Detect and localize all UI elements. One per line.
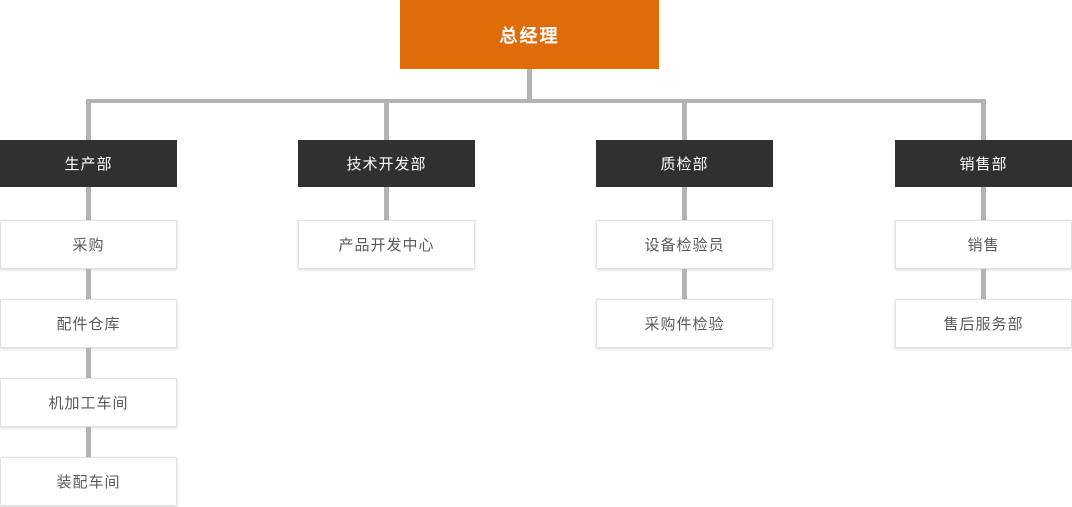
connector-leaf-stub	[86, 269, 91, 299]
connector-dept-stub	[86, 99, 91, 140]
org-node-department: 质检部	[596, 140, 773, 187]
org-node-leaf: 配件仓库	[0, 299, 177, 348]
connector-leaf-stub	[86, 348, 91, 378]
org-node-label: 质检部	[660, 155, 709, 173]
connector-leaf-stub	[682, 187, 687, 220]
org-node-label: 机加工车间	[48, 394, 129, 412]
org-node-leaf: 装配车间	[0, 457, 177, 506]
org-node-leaf: 销售	[895, 220, 1072, 269]
org-node-label: 产品开发中心	[338, 236, 435, 254]
org-node-department: 技术开发部	[298, 140, 475, 187]
org-node-label: 销售部	[959, 155, 1008, 173]
connector-leaf-stub	[682, 269, 687, 299]
org-node-label: 采购	[72, 236, 105, 254]
org-node-label: 配件仓库	[56, 315, 121, 333]
org-node-leaf: 采购	[0, 220, 177, 269]
org-node-leaf: 产品开发中心	[298, 220, 475, 269]
org-node-label: 采购件检验	[644, 315, 725, 333]
org-node-label: 设备检验员	[644, 236, 725, 254]
connector-root-stub	[527, 69, 532, 103]
connector-leaf-stub	[981, 269, 986, 299]
connector-leaf-stub	[981, 187, 986, 220]
org-node-label: 售后服务部	[943, 315, 1024, 333]
org-node-leaf: 设备检验员	[596, 220, 773, 269]
org-node-leaf: 采购件检验	[596, 299, 773, 348]
org-node-label: 技术开发部	[346, 155, 427, 173]
org-node-general-manager: 总经理	[400, 0, 659, 69]
connector-rail	[86, 99, 986, 103]
connector-dept-stub	[981, 99, 986, 140]
connector-leaf-stub	[384, 187, 389, 220]
org-node-leaf: 机加工车间	[0, 378, 177, 427]
org-node-department: 销售部	[895, 140, 1072, 187]
org-node-label: 总经理	[499, 25, 560, 47]
org-node-label: 销售	[967, 236, 1000, 254]
connector-dept-stub	[682, 99, 687, 140]
org-node-department: 生产部	[0, 140, 177, 187]
org-node-label: 生产部	[64, 155, 113, 173]
connector-dept-stub	[384, 99, 389, 140]
org-node-label: 装配车间	[56, 473, 121, 491]
connector-leaf-stub	[86, 427, 91, 457]
org-node-leaf: 售后服务部	[895, 299, 1072, 348]
connector-leaf-stub	[86, 187, 91, 220]
